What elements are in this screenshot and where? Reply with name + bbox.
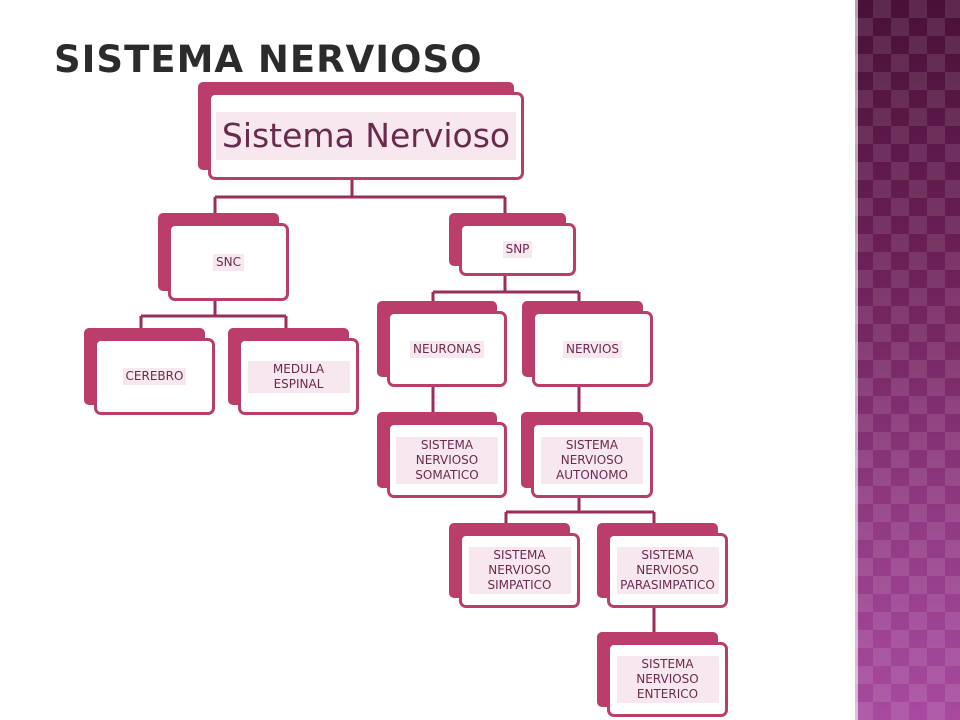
node-label: CEREBRO xyxy=(122,368,187,385)
node-label: SISTEMA NERVIOSO PARASIMPATICO xyxy=(616,547,719,594)
node-label: SNP xyxy=(502,241,533,258)
node-label: SISTEMA NERVIOSO SOMATICO xyxy=(396,436,498,484)
node-label: SNC xyxy=(213,253,244,271)
node-label: MEDULA ESPINAL xyxy=(247,360,350,393)
node-label: SISTEMA NERVIOSO SIMPATICO xyxy=(468,547,571,594)
node-snp: SNP xyxy=(449,213,576,276)
node-medula-espinal: MEDULA ESPINAL xyxy=(228,328,359,415)
node-cerebro: CEREBRO xyxy=(84,328,215,415)
node-enterico: SISTEMA NERVIOSO ENTERICO xyxy=(597,632,728,717)
connector-root-children xyxy=(213,180,507,213)
node-label: SISTEMA NERVIOSO ENTERICO xyxy=(616,656,719,703)
connector-snc-children xyxy=(139,301,288,328)
decorative-side-panel xyxy=(855,0,960,720)
node-parasimpatico: SISTEMA NERVIOSO PARASIMPATICO xyxy=(597,523,728,608)
node-label: Sistema Nervioso xyxy=(215,112,517,160)
node-label: NERVIOS xyxy=(562,340,623,358)
node-autonomo: SISTEMA NERVIOSO AUTONOMO xyxy=(521,412,653,498)
slide-title: SISTEMA NERVIOSO xyxy=(54,38,483,81)
node-nervios: NERVIOS xyxy=(522,301,653,387)
node-simpatico: SISTEMA NERVIOSO SIMPATICO xyxy=(449,523,580,608)
node-label: NEURONAS xyxy=(410,340,484,358)
node-snc: SNC xyxy=(158,213,289,301)
node-label: SISTEMA NERVIOSO AUTONOMO xyxy=(541,436,643,484)
connector-autonomo-children xyxy=(504,497,656,523)
node-somatico: SISTEMA NERVIOSO SOMATICO xyxy=(377,412,507,498)
connector-snp-children xyxy=(431,275,581,302)
node-neuronas: NEURONAS xyxy=(377,301,507,387)
node-sistema-nervioso: Sistema Nervioso xyxy=(198,82,524,180)
